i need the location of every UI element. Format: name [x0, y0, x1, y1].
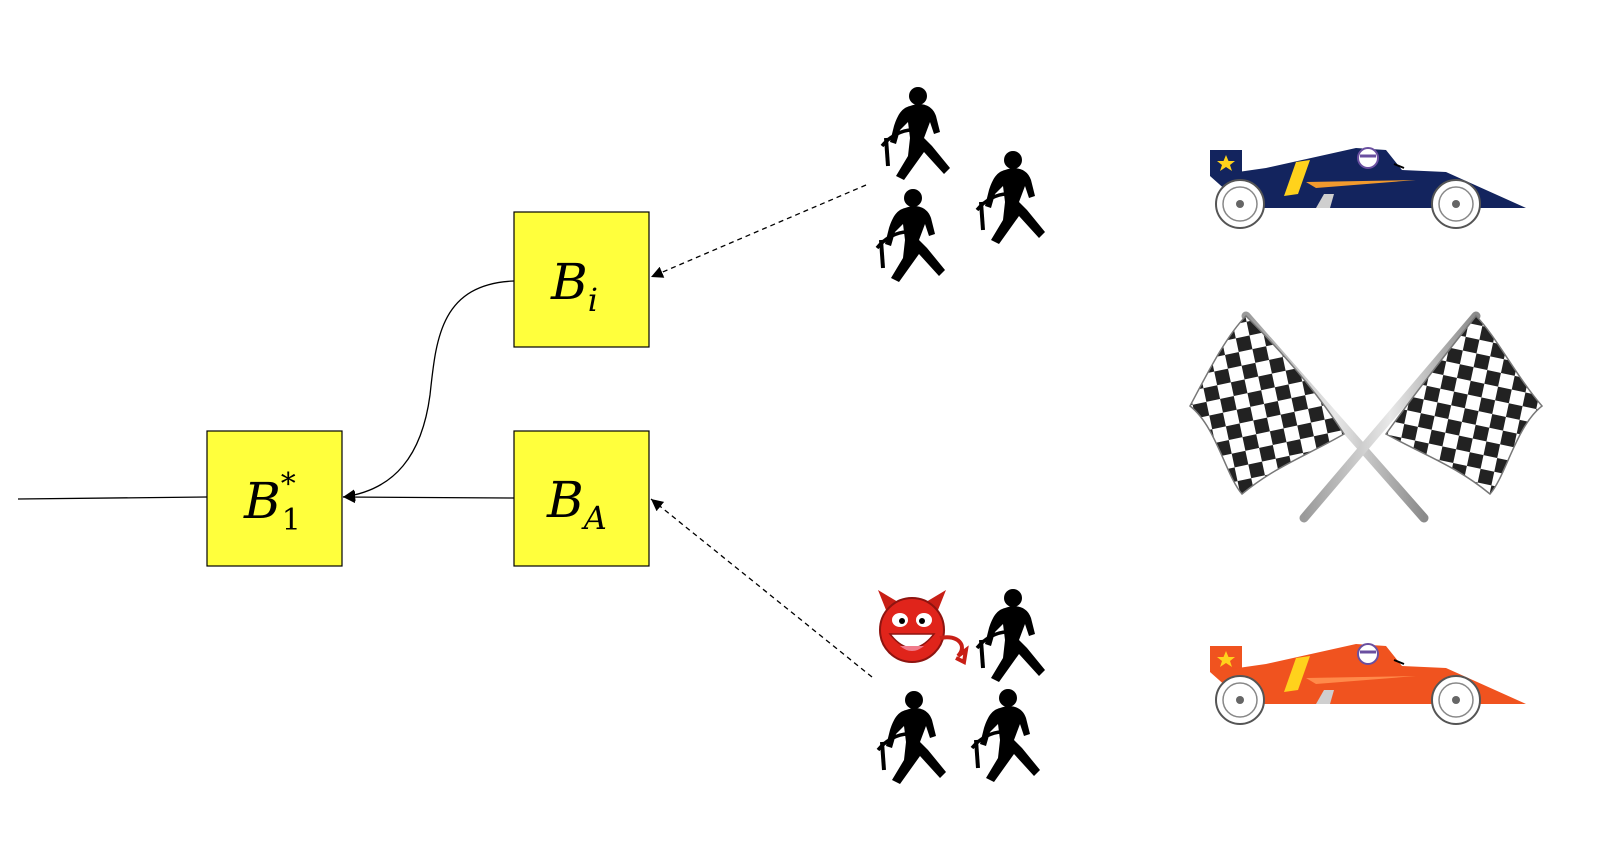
- race-car-icon: [1210, 643, 1526, 725]
- block-attacker-sub: A: [581, 499, 607, 537]
- miner-icon: [975, 587, 1047, 684]
- block-genesis-sub: 1: [282, 503, 301, 538]
- miner-icon: [970, 687, 1042, 784]
- devil-icon: [878, 590, 969, 665]
- block-honest: Bi: [513, 211, 650, 348]
- block-genesis-base: B: [243, 472, 281, 530]
- svg-text:B*1: B*1: [243, 467, 301, 538]
- attacker-mining-arrow: [650, 498, 873, 678]
- race-car-icon: [1210, 147, 1526, 229]
- miner-icon: [880, 85, 952, 182]
- block-genesis: B*1: [206, 430, 343, 567]
- miner-icon: [975, 149, 1047, 246]
- honest-to-genesis-edge: [342, 280, 515, 502]
- block-honest-sub: i: [588, 281, 598, 319]
- svg-text:BA: BA: [546, 471, 607, 537]
- svg-text:Bi: Bi: [550, 253, 598, 319]
- attacker-miners: [876, 587, 1047, 786]
- chain-tail-edge: [17, 496, 208, 500]
- honest-miners: [875, 85, 1047, 284]
- miner-icon: [875, 187, 947, 284]
- miner-icon: [876, 689, 948, 786]
- block-genesis-sup: *: [281, 467, 296, 502]
- block-honest-base: B: [550, 253, 588, 311]
- attacker-to-genesis-edge: [342, 491, 515, 504]
- block-attacker-base: B: [546, 471, 584, 529]
- block-attacker: BA: [513, 430, 650, 567]
- honest-mining-arrow: [650, 184, 867, 278]
- checkered-flags-icon: [1189, 311, 1544, 523]
